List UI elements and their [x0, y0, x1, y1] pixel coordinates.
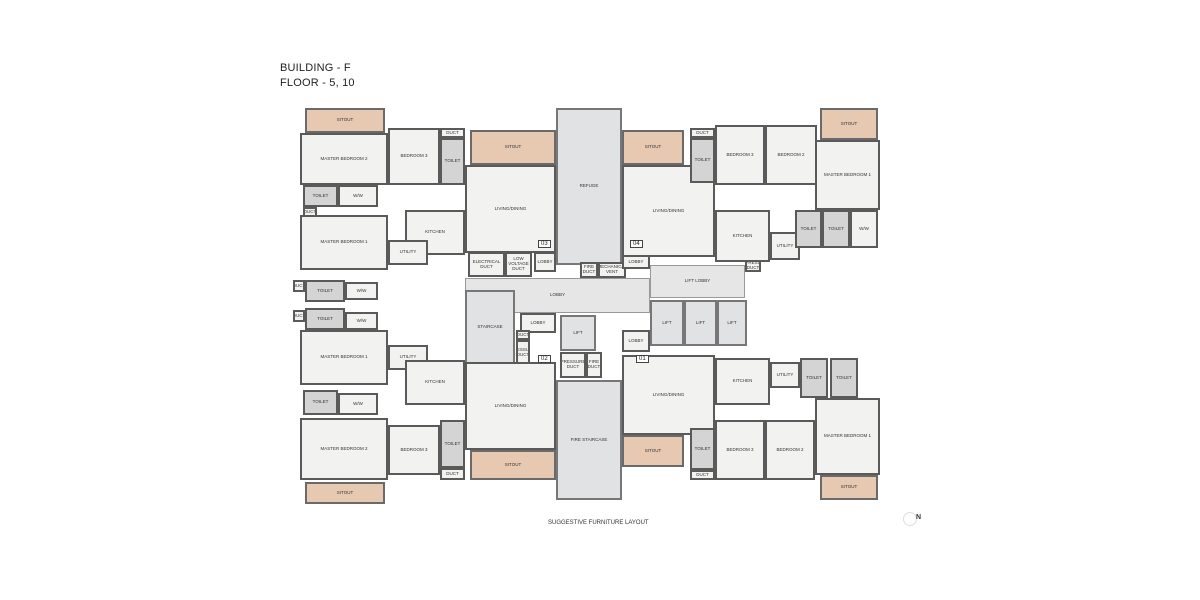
room-duct: DUCT: [516, 330, 530, 340]
room-toilet: TOILET: [440, 138, 465, 185]
room-fire-duct: FIRE DUCT: [586, 352, 602, 378]
room-master-bedroom-1: MASTER BEDROOM 1: [815, 140, 880, 210]
unit-number-03: 03: [538, 240, 551, 248]
room-toilet: TOILET: [800, 358, 828, 398]
room-utility: UTILITY: [770, 362, 800, 388]
room-sitout: SITOUT: [470, 450, 556, 480]
room-toilet: TOILET: [822, 210, 850, 248]
room-toilet: TOILET: [690, 428, 715, 470]
room-master-bedroom-1: MASTER BEDROOM 1: [815, 398, 880, 475]
room-living-dining: LIVING/DINING: [622, 355, 715, 435]
room-bedroom-2: BEDROOM 2: [765, 420, 815, 480]
room-press-duct: PRESS DUCT: [745, 260, 761, 272]
room-kitchen: KITCHEN: [715, 358, 770, 405]
room-bedroom-3: BEDROOM 3: [715, 420, 765, 480]
room-staircase: STAIRCASE: [465, 290, 515, 365]
room-fire-staircase: FIRE STAIRCASE: [556, 380, 622, 500]
room-duct: DUCT: [293, 310, 305, 322]
room-w-w: W/W: [850, 210, 878, 248]
room-fire-duct: FIRE DUCT: [580, 262, 598, 278]
room-lobby: LOBBY: [534, 252, 556, 272]
room-low-voltage-duct: LOW VOLTAGE DUCT: [505, 252, 532, 277]
room-duct: DUCT: [440, 128, 465, 138]
room-sitout: SITOUT: [470, 130, 556, 165]
room-master-bedroom-1: MASTER BEDROOM 1: [300, 215, 388, 270]
room-toilet: TOILET: [303, 390, 338, 415]
room-lift: LIFT: [650, 300, 684, 346]
floor-title: FLOOR - 5, 10: [280, 77, 355, 89]
building-title: BUILDING - F: [280, 62, 351, 74]
room-sitout: SITOUT: [820, 475, 878, 500]
room-toilet: TOILET: [305, 280, 345, 302]
room-w-w: W/W: [338, 393, 378, 415]
room-toilet: TOILET: [440, 420, 465, 468]
room-toilet: TOILET: [690, 138, 715, 183]
room-master-bedroom-1: MASTER BEDROOM 1: [300, 330, 388, 385]
room-w-w: W/W: [345, 282, 378, 300]
room-sitout: SITOUT: [622, 130, 684, 165]
room-bedroom-3: BEDROOM 3: [715, 125, 765, 185]
room-mechanical-vent: MECHANICAL VENT: [598, 262, 626, 278]
room-toilet: TOILET: [795, 210, 822, 248]
room-kitchen: KITCHEN: [405, 360, 465, 405]
room-kitchen: KITCHEN: [715, 210, 770, 262]
room-lift: LIFT: [684, 300, 717, 346]
room-master-bedroom-2: MASTER BEDROOM 2: [300, 418, 388, 480]
room-electrical-duct: ELECTRICAL DUCT: [468, 252, 505, 277]
room-sitout: SITOUT: [305, 108, 385, 133]
room-duct: DUCT: [690, 128, 715, 138]
room-toilet: TOILET: [303, 185, 338, 207]
room-toilet: TOILET: [305, 308, 345, 330]
room-duct: DUCT: [690, 470, 715, 480]
room-sitout: SITOUT: [305, 482, 385, 504]
room-utility: UTILITY: [388, 345, 428, 370]
north-arrow-icon: [903, 512, 917, 526]
room-bedroom-3: BEDROOM 3: [388, 128, 440, 185]
room-duct: DUCT: [293, 280, 305, 292]
room-lobby: LOBBY: [622, 330, 650, 352]
room-sitout: SITOUT: [820, 108, 878, 140]
room-refuge: REFUGE: [556, 108, 622, 265]
room-lift: LIFT: [717, 300, 747, 346]
room-w-w: W/W: [345, 312, 378, 330]
room-lift-lobby: LIFT LOBBY: [650, 265, 745, 298]
unit-number-01: 01: [636, 355, 649, 363]
room-pressure-duct: PRESSURE DUCT: [560, 352, 586, 378]
unit-number-02: 02: [538, 355, 551, 363]
room-lobby: LOBBY: [520, 313, 556, 333]
room-lift: LIFT: [560, 315, 596, 351]
room-master-bedroom-2: MASTER BEDROOM 2: [300, 133, 388, 185]
unit-number-04: 04: [630, 240, 643, 248]
room-living-dining: LIVING/DINING: [465, 362, 556, 450]
room-sitout: SITOUT: [622, 435, 684, 467]
north-label: N: [916, 514, 922, 521]
room-toilet: TOILET: [830, 358, 858, 398]
room-w-w: W/W: [338, 185, 378, 207]
room-lobby: LOBBY: [622, 255, 650, 269]
room-bedroom-3: BEDROOM 3: [388, 425, 440, 475]
room-utility: UTILITY: [388, 240, 428, 265]
room-bedroom-2: BEDROOM 2: [765, 125, 817, 185]
caption: SUGGESTIVE FURNITURE LAYOUT: [548, 520, 649, 526]
room-duct: DUCT: [440, 468, 465, 480]
